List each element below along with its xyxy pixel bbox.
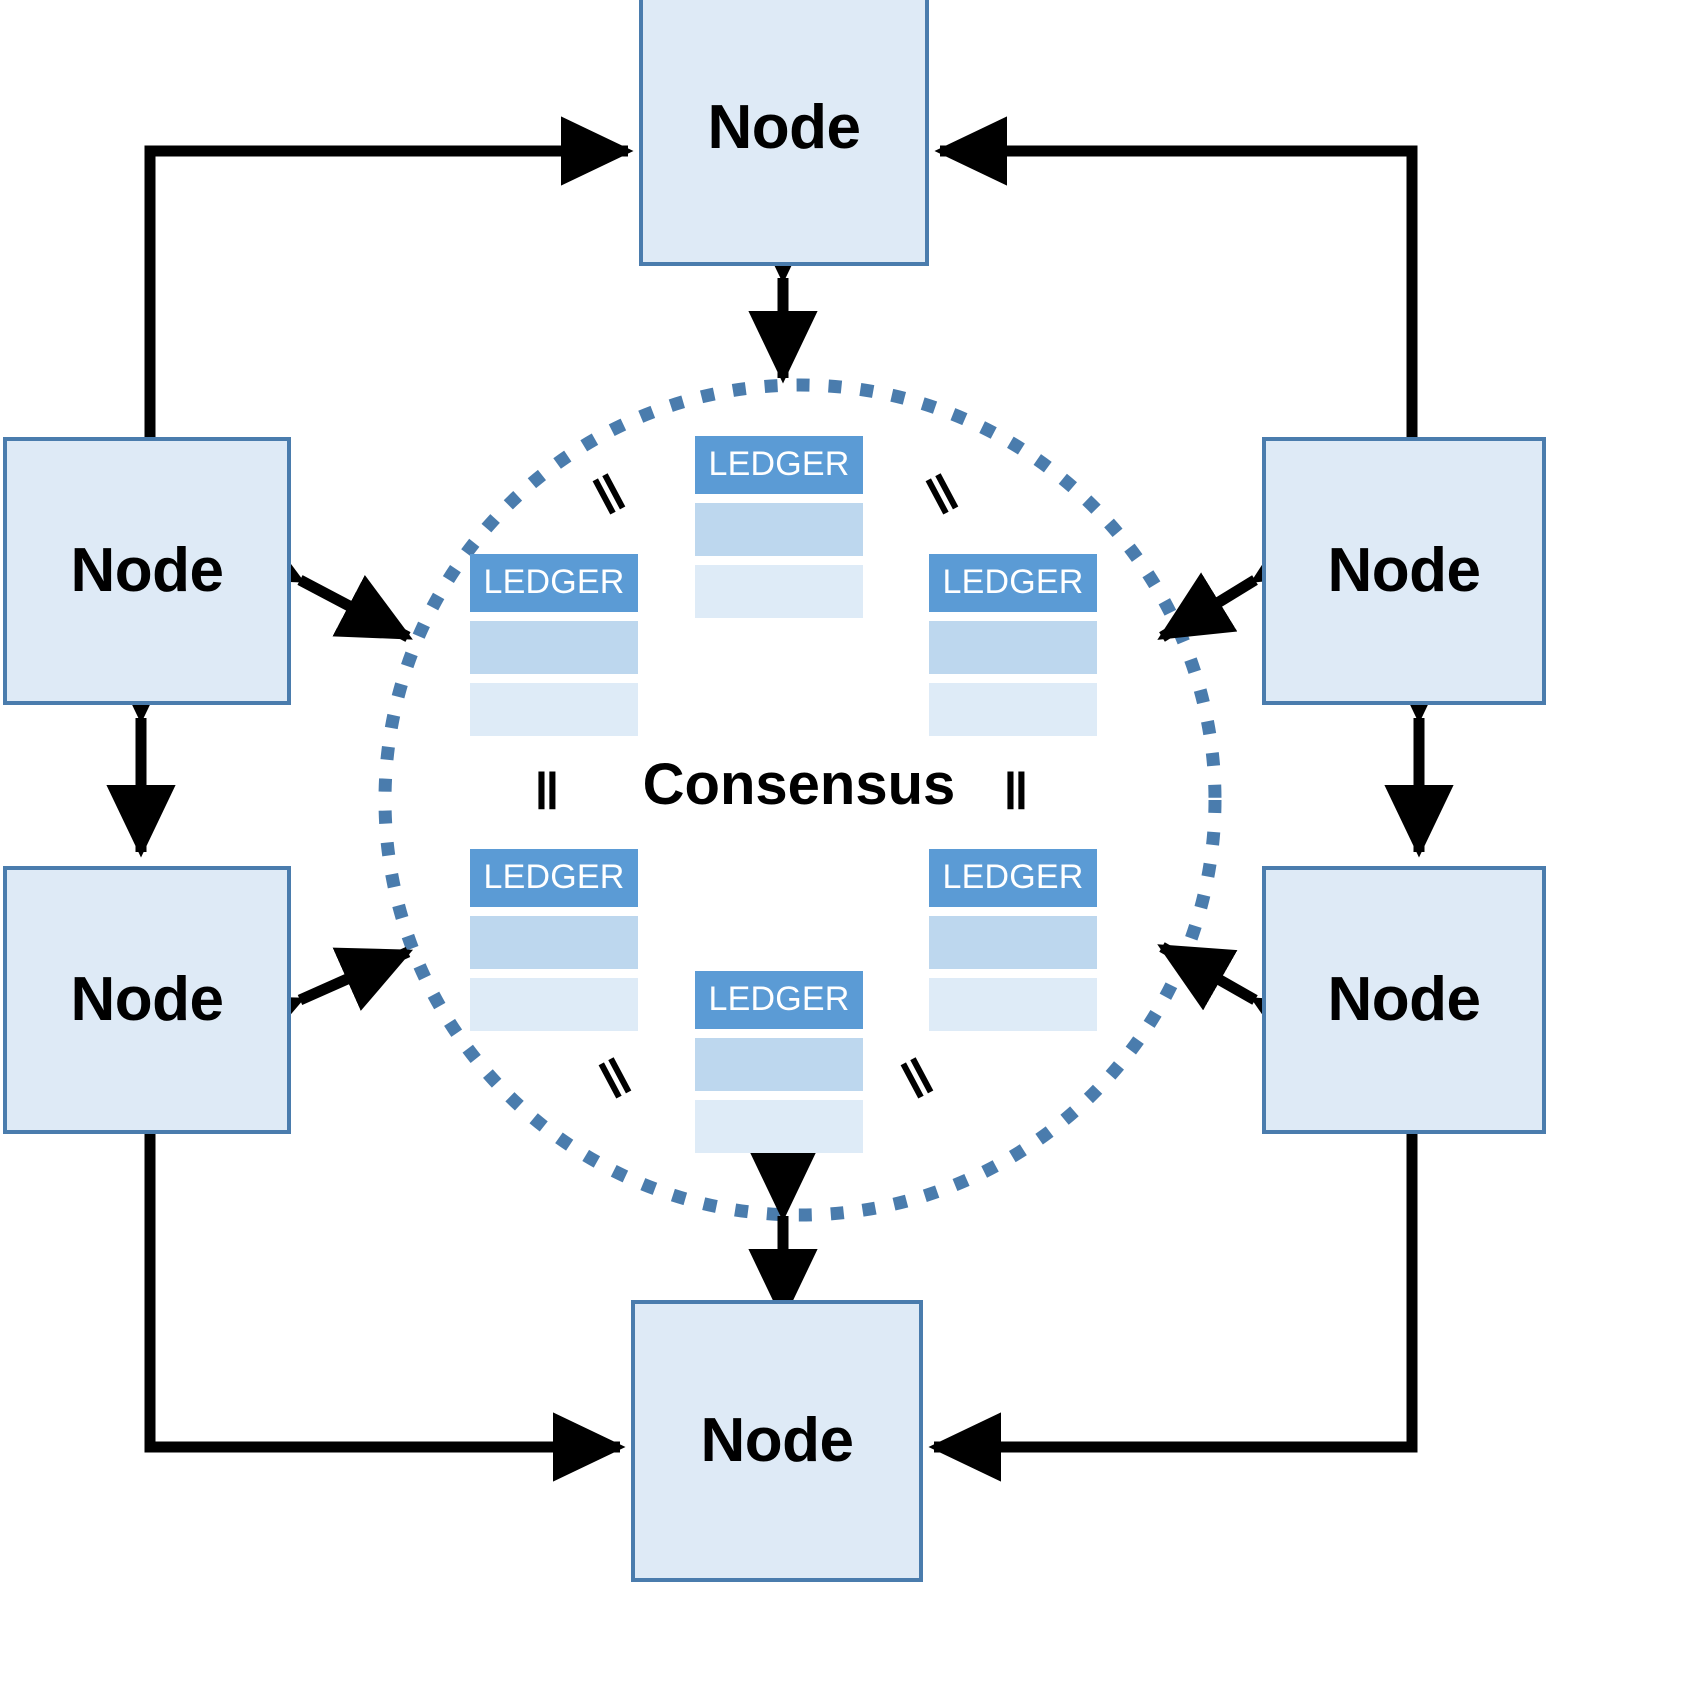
arrow-left-top-node-to-circle (224, 518, 413, 642)
ledger-card-bottom[interactable]: LEDGER (695, 971, 863, 1153)
node-box-right-upper[interactable]: Node (1262, 437, 1546, 705)
arrow-right-bottom-node-to-circle (1157, 942, 1331, 1064)
arrow-right-top-node-to-circle (1157, 515, 1331, 642)
arrow-right-bottom-to-bottom-node (928, 1134, 1418, 1482)
node-label: Node (70, 536, 225, 605)
ledger-header: LEDGER (929, 849, 1097, 907)
ledger-header: LEDGER (929, 554, 1097, 612)
ledger-row-primary (470, 621, 638, 674)
node-label: Node (1327, 965, 1482, 1034)
node-label: Node (1327, 536, 1482, 605)
node-box-top[interactable]: Node (639, 0, 929, 266)
ledger-header: LEDGER (695, 971, 863, 1029)
ledger-header: LEDGER (470, 849, 638, 907)
ledger-card-right-lower[interactable]: LEDGER (929, 849, 1097, 1031)
ledger-card-left-lower[interactable]: LEDGER (470, 849, 638, 1031)
node-label: Node (707, 93, 862, 162)
ledger-card-left-upper[interactable]: LEDGER (470, 554, 638, 736)
arrow-left-top-to-top-node (144, 116, 634, 437)
ledger-row-primary (929, 916, 1097, 969)
ledger-header: LEDGER (695, 436, 863, 494)
ledger-card-right-upper[interactable]: LEDGER (929, 554, 1097, 736)
ledger-row-secondary (470, 683, 638, 736)
arrow-right-top-to-top-node (934, 116, 1418, 437)
node-box-left-lower[interactable]: Node (3, 866, 291, 1134)
consensus-label: Consensus (642, 752, 956, 817)
equals-mark-mid-right: ‖ (1003, 763, 1029, 821)
ledger-header: LEDGER (470, 554, 638, 612)
ledger-row-primary (695, 503, 863, 556)
ledger-card-top[interactable]: LEDGER (695, 436, 863, 618)
equals-mark-mid-left: ‖ (534, 763, 560, 821)
ledger-row-primary (470, 916, 638, 969)
arrow-left-bottom-node-to-circle (224, 946, 414, 1059)
node-box-left-upper[interactable]: Node (3, 437, 291, 705)
arrow-left-bottom-to-bottom-node (144, 1134, 626, 1482)
node-box-bottom[interactable]: Node (631, 1300, 923, 1582)
ledger-row-primary (695, 1038, 863, 1091)
ledger-row-secondary (929, 683, 1097, 736)
ledger-row-secondary (695, 565, 863, 618)
ledger-row-secondary (695, 1100, 863, 1153)
ledger-row-secondary (470, 978, 638, 1031)
ledger-row-secondary (929, 978, 1097, 1031)
node-label: Node (700, 1406, 855, 1475)
node-label: Node (70, 965, 225, 1034)
ledger-row-primary (929, 621, 1097, 674)
node-box-right-lower[interactable]: Node (1262, 866, 1546, 1134)
